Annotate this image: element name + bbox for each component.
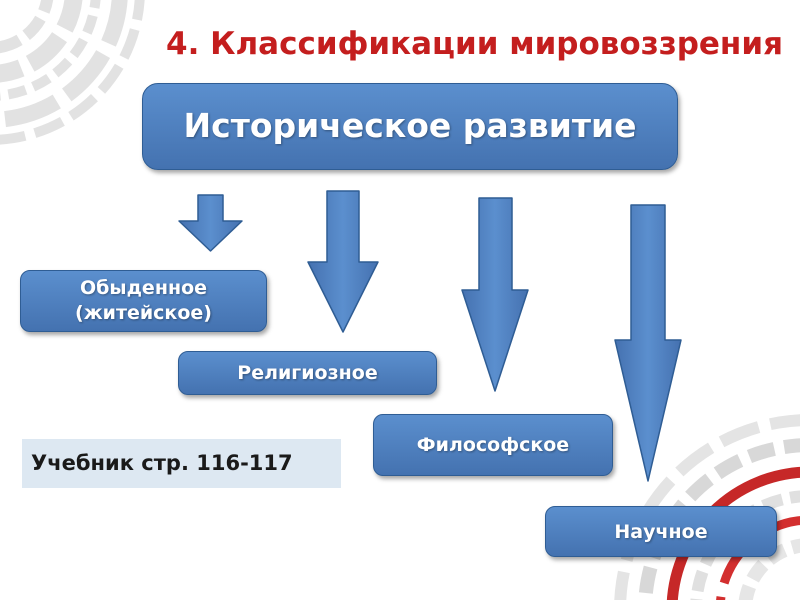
arrow-down-icon <box>178 194 243 252</box>
arrow-down-icon <box>461 197 529 392</box>
everyday-worldview-box: Обыденное (житейское) <box>20 270 267 332</box>
scientific-worldview-box: Научное <box>545 506 777 557</box>
textbook-reference: Учебник стр. 116-117 <box>22 439 341 488</box>
religious-worldview-box: Религиозное <box>178 351 437 395</box>
historical-development-box: Историческое развитие <box>142 83 678 170</box>
arrow-down-icon <box>614 204 682 482</box>
arrow-down-icon <box>307 190 379 333</box>
philosophical-worldview-box: Философское <box>373 414 613 476</box>
